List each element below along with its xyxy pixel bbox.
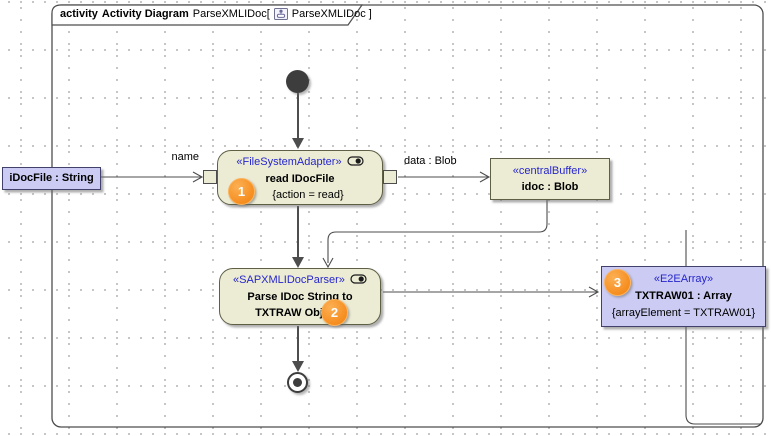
edge-buffer-to-parse[interactable]	[327, 200, 548, 263]
read-action-stereotype: «FileSystemAdapter»	[236, 156, 342, 168]
edge-idocfile-to-pin-arrowhead	[192, 171, 204, 183]
edge-parse-to-final-arrowhead	[292, 361, 304, 372]
array-label: TXTRAW01 : Array	[635, 290, 732, 302]
frame-keyword: activity	[60, 8, 98, 20]
input-pin-name[interactable]	[203, 170, 217, 184]
action-parse-idoc[interactable]: «SAPXMLIDocParser» Parse IDoc String to …	[219, 268, 381, 325]
frame-context-name: ParseXMLIDoc[	[192, 8, 270, 20]
step-badge-1: 1	[228, 178, 255, 205]
edge-buffer-to-parse-arrowhead	[322, 257, 334, 269]
step-badge-3: 3	[604, 269, 631, 296]
activity-frame-border	[51, 4, 764, 428]
frame-title: activity Activity Diagram ParseXMLIDoc[ …	[60, 7, 372, 21]
buffer-stereotype: «centralBuffer»	[512, 165, 588, 177]
pin-label-name[interactable]: name	[171, 151, 199, 163]
activity-final-node[interactable]	[287, 372, 308, 393]
initial-node[interactable]	[286, 70, 309, 93]
edge-parse-to-array-arrowhead	[588, 286, 600, 298]
edge-initial-to-read-arrowhead	[292, 138, 304, 149]
array-stereotype: «E2EArray»	[653, 273, 714, 285]
structure-toggle-icon[interactable]	[350, 273, 367, 289]
read-action-name: read IDocFile	[265, 173, 335, 185]
structure-toggle-icon[interactable]	[346, 155, 364, 171]
pin-label-data-blob[interactable]: data : Blob	[404, 155, 457, 167]
frame-diagram-type: Activity Diagram	[101, 8, 189, 20]
parameter-node-idocfile[interactable]: iDocFile : String	[2, 167, 101, 190]
parse-action-stereotype: «SAPXMLIDocParser»	[233, 274, 345, 286]
central-buffer-idoc[interactable]: «centralBuffer» idoc : Blob	[490, 158, 610, 200]
parse-action-name-line2: TXTRAW Objects	[255, 307, 345, 319]
edge-read-to-parse-arrowhead	[292, 257, 304, 268]
parse-action-name-line1: Parse IDoc String to	[247, 291, 353, 303]
step-badge-2: 2	[321, 299, 348, 326]
activity-diagram-icon	[273, 8, 288, 20]
final-node-inner-dot	[293, 378, 302, 387]
read-action-tag: {action = read}	[272, 189, 344, 201]
edge-txtraw-parameter-flow[interactable]	[685, 230, 761, 425]
idocfile-label: iDocFile : String	[9, 172, 94, 184]
array-tag: {arrayElement = TXTRAW01}	[611, 307, 756, 319]
output-pin-data[interactable]	[383, 170, 397, 184]
frame-diagram-name: ParseXMLIDoc ]	[291, 8, 372, 20]
buffer-label: idoc : Blob	[521, 181, 579, 193]
edge-pin-to-buffer-arrowhead	[479, 171, 491, 183]
